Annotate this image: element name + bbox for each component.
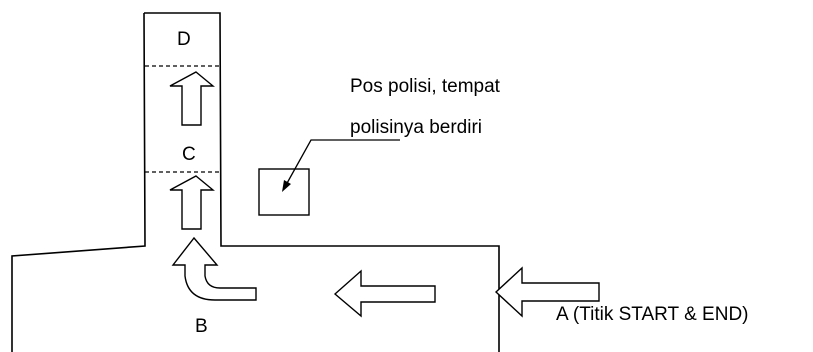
callout-line-2: polisinya berdiri: [350, 117, 482, 138]
label-b: B: [195, 316, 208, 337]
police-post-box: [258, 168, 310, 216]
label-a: A (Titik START & END): [556, 304, 749, 325]
up-arrow-to-d: [169, 71, 215, 126]
up-arrow-to-c: [169, 175, 215, 230]
callout-leader-line: [285, 139, 400, 186]
callout-arrowhead: [282, 180, 291, 192]
turn-arrow-b: [171, 236, 257, 301]
label-c: C: [182, 144, 196, 165]
left-arrow-start: [494, 266, 600, 318]
left-arrow-road: [333, 269, 436, 318]
callout-line-1: Pos polisi, tempat: [350, 76, 501, 97]
road-outline: [11, 12, 500, 352]
label-d: D: [177, 29, 191, 50]
